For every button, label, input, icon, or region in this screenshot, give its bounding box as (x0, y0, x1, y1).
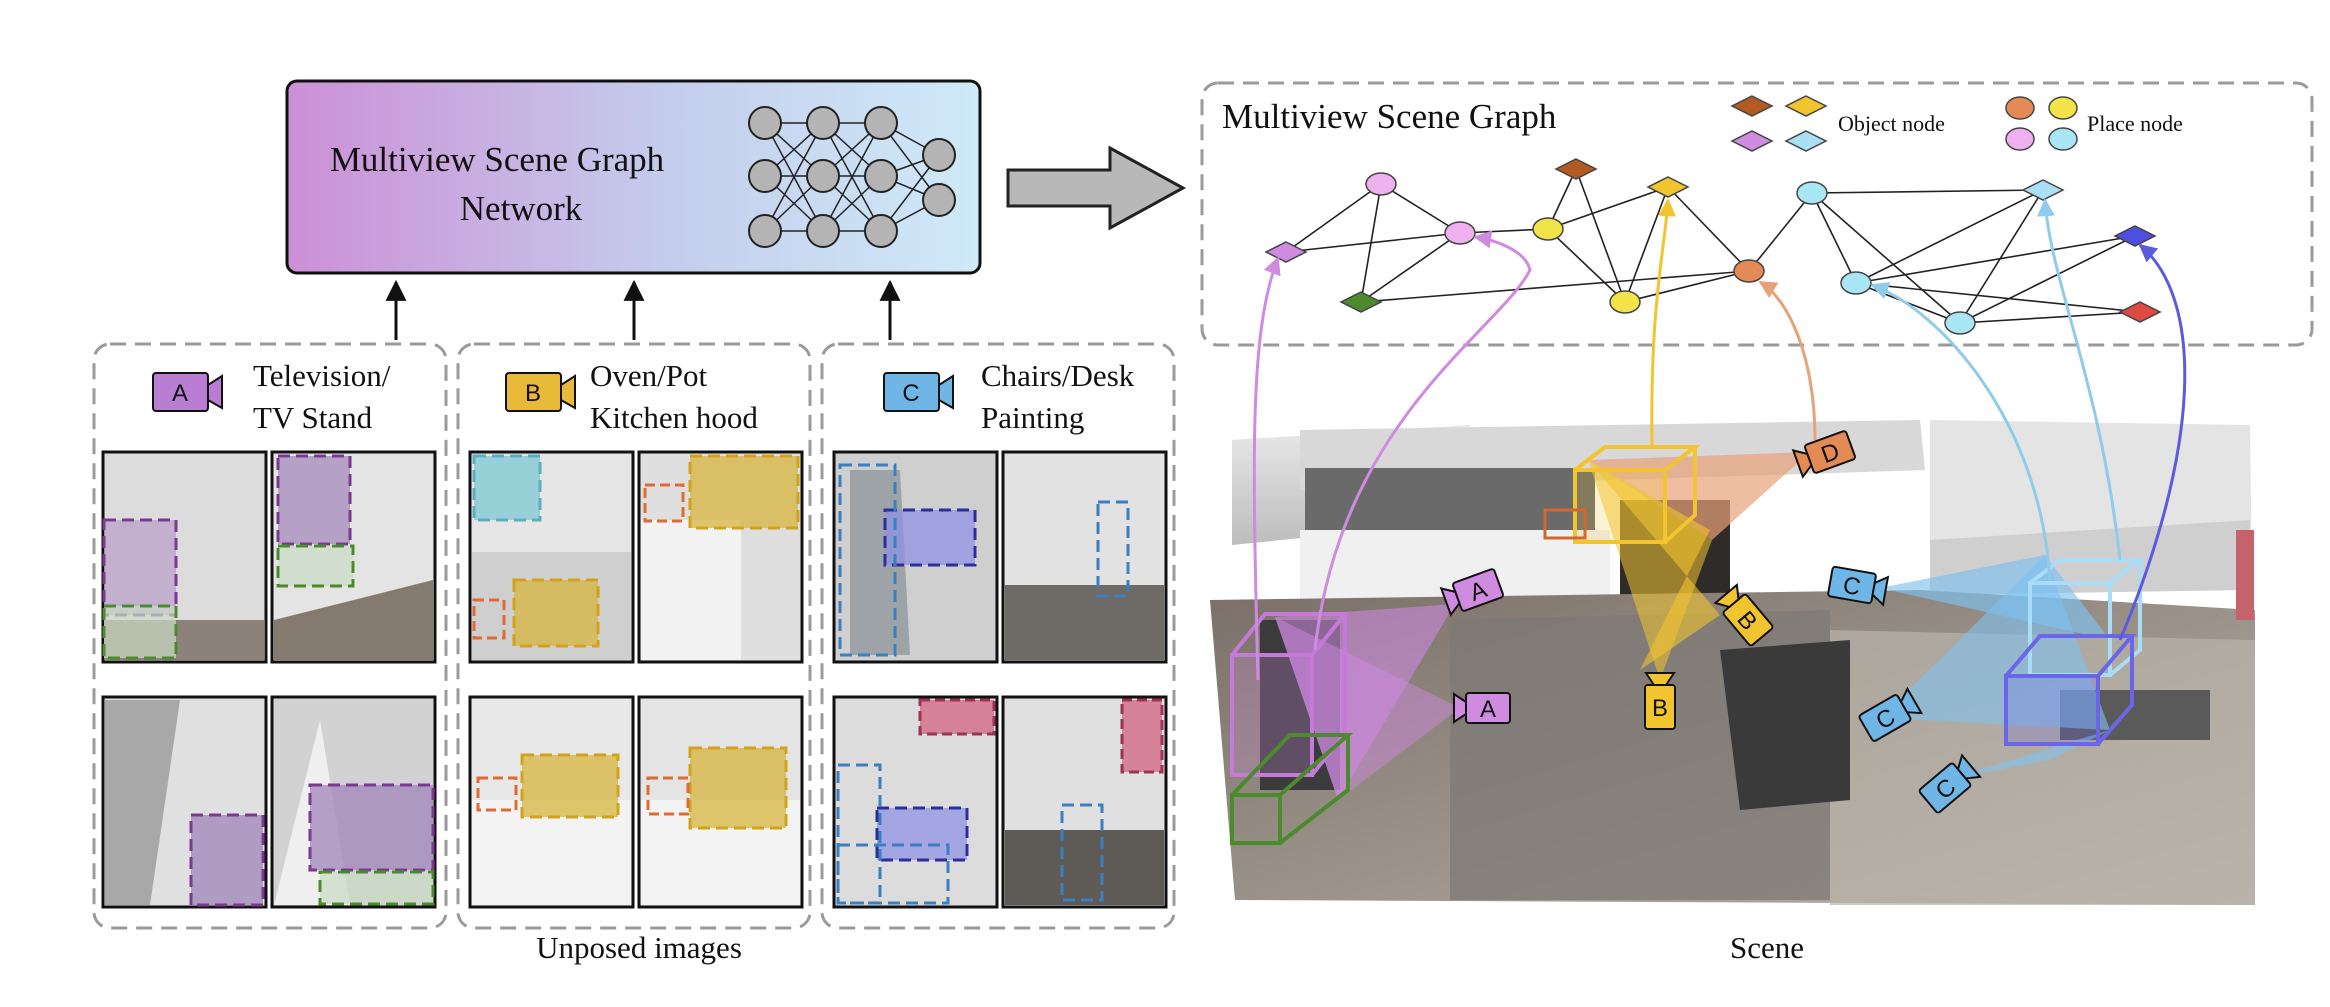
object-node-icon (1730, 95, 1828, 152)
camera-frustum (1275, 617, 1460, 800)
object-node (1264, 241, 1308, 263)
object-node (1339, 291, 1383, 313)
camera-icon: A (152, 372, 223, 412)
scene-graph-panel: Multiview Scene Graph Object node Place … (1200, 81, 2314, 347)
association-arrow (2037, 198, 2122, 561)
bounding-box-stand (1230, 733, 1354, 845)
association-arrow (1650, 198, 1677, 446)
bounding-box-chair (2004, 634, 2137, 746)
output-arrow (1006, 145, 1187, 231)
photo (1001, 450, 1168, 664)
association-arrow (1313, 230, 1532, 651)
scene-camera-b1: B (1713, 582, 1774, 647)
object-node (1646, 176, 1690, 198)
network-title-line1: Multiview Scene Graph (330, 140, 665, 179)
photo (1001, 695, 1168, 909)
camera-frustum (1588, 452, 1810, 540)
caption-scene: Scene (1730, 930, 1804, 965)
image-group-a: A Television/ TV Stand (92, 342, 448, 930)
graph-nodes (1264, 158, 2162, 335)
photo (101, 450, 268, 664)
camera-frustum (1275, 604, 1455, 800)
scene-camera-c2: C (1858, 686, 1924, 742)
svg-text:A: A (1480, 696, 1496, 723)
scene-camera-a2: A (1453, 692, 1511, 724)
group-c-label-1: Chairs/Desk (981, 358, 1135, 393)
neural-network-icon (748, 106, 956, 248)
group-c-label-2: Painting (981, 400, 1084, 435)
object-node (1554, 158, 1598, 180)
object-node (2113, 225, 2157, 247)
association-arrow (1252, 256, 1281, 681)
svg-text:A: A (172, 380, 188, 407)
bounding-box-pot (1543, 508, 1587, 540)
association-arrow (1758, 280, 1817, 441)
place-node (1840, 271, 1872, 295)
input-arrows (385, 279, 901, 340)
photo (637, 450, 804, 664)
network-title-line2: Network (460, 189, 583, 228)
place-node (1944, 311, 1976, 335)
group-b-label-1: Oven/Pot (590, 358, 708, 393)
photo (637, 695, 804, 909)
legend-object-label: Object node (1838, 111, 1945, 136)
object-node (2118, 301, 2162, 323)
svg-text:C: C (1841, 572, 1863, 602)
graph-edges (1285, 168, 2141, 324)
bounding-box-hood (1573, 445, 1701, 544)
scene-camera-b2: B (1644, 672, 1676, 730)
legend-place-label: Place node (2087, 111, 2183, 136)
photo (270, 695, 437, 909)
association-arrow (2118, 243, 2187, 641)
scene-reconstruction: A A D B B C C (1210, 198, 2255, 905)
place-node (1796, 181, 1828, 205)
scene-camera-c3: C (1918, 753, 1983, 814)
legend: Object node Place node (1730, 95, 2183, 152)
svg-text:B: B (525, 380, 541, 407)
photo (468, 695, 635, 909)
place-node (1609, 290, 1641, 314)
image-group-b: B Oven/Pot Kitchen hood (456, 342, 812, 930)
panel-title: Multiview Scene Graph (1222, 97, 1557, 136)
place-node (1733, 259, 1765, 283)
svg-text:C: C (902, 380, 919, 407)
caption-images: Unposed images (536, 930, 742, 965)
place-node (1365, 172, 1397, 196)
association-arrow (1870, 282, 2052, 581)
photo (101, 695, 268, 909)
scene-camera-a1: A (1439, 568, 1504, 617)
photo (832, 695, 999, 909)
camera-frustum (1588, 460, 1720, 670)
place-node (1444, 221, 1476, 245)
group-a-label-1: Television/ (253, 358, 391, 393)
photo (270, 450, 437, 664)
photo (468, 450, 635, 664)
camera-frustum (1880, 555, 2110, 730)
camera-frustum (1588, 460, 1712, 680)
image-group-c: C Chairs/Desk Painting (820, 342, 1176, 930)
svg-text:B: B (1652, 695, 1668, 722)
scene-camera-d: D (1791, 430, 1856, 479)
group-b-label-2: Kitchen hood (590, 400, 758, 435)
camera-icon: C (883, 372, 954, 412)
scene-camera-c1: C (1827, 565, 1890, 607)
photo (832, 450, 999, 664)
place-node-icon (2005, 96, 2078, 151)
network-box: Multiview Scene Graph Network (285, 79, 982, 275)
group-a-label-2: TV Stand (253, 400, 373, 435)
camera-icon: B (505, 372, 576, 412)
place-node (1532, 217, 1564, 241)
